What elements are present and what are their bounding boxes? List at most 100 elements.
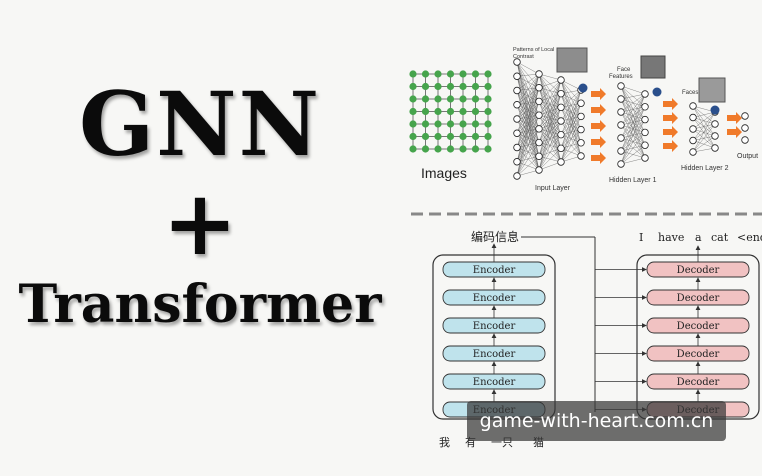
network-edge: [692, 105, 716, 137]
grid-node: [459, 95, 467, 103]
network-edge: [538, 79, 562, 88]
highlight-node: [652, 87, 662, 97]
network-node: [577, 112, 585, 121]
grid-node: [446, 70, 455, 78]
network-node: [535, 70, 543, 78]
face-features-label-1: Face: [617, 67, 631, 73]
network-node: [641, 90, 649, 98]
grid-node: [421, 70, 430, 78]
network-node: [689, 148, 697, 156]
network-node: [617, 95, 625, 103]
decoder-label: Decoder: [677, 321, 720, 332]
network-node: [557, 103, 565, 112]
layer-arrow: [591, 104, 606, 116]
network-node: [557, 130, 565, 139]
network-edge: [538, 79, 562, 171]
network-node: [689, 125, 697, 133]
layer-arrow: [727, 126, 742, 138]
output-token: cat: [711, 231, 729, 244]
network-edge: [560, 89, 582, 135]
output-token: <end>: [737, 231, 762, 244]
grid-node: [471, 120, 480, 128]
layer-arrow: [591, 88, 606, 100]
network-edge: [560, 107, 582, 143]
grid-node: [484, 82, 492, 91]
network-node: [711, 132, 719, 140]
grid-node: [446, 132, 455, 141]
network-edge: [692, 123, 716, 153]
network-edge: [620, 106, 646, 165]
network-edge: [620, 93, 646, 113]
grid-node: [484, 95, 492, 103]
network-node: [535, 166, 543, 174]
network-edge: [516, 133, 540, 171]
network-node: [513, 143, 521, 152]
network-node: [535, 97, 543, 106]
network-edge: [538, 79, 562, 116]
grid-node: [421, 120, 430, 128]
network-node: [577, 125, 585, 134]
network-edge: [692, 111, 716, 153]
grid-node: [459, 120, 467, 128]
network-node: [741, 112, 749, 120]
network-edge: [560, 129, 582, 163]
network-node: [617, 160, 625, 168]
network-node: [557, 144, 565, 153]
title-gnn: GNN: [78, 72, 322, 176]
layer-arrow: [591, 136, 606, 148]
grid-node: [434, 82, 442, 91]
grid-node: [421, 107, 430, 116]
network-node: [513, 101, 521, 109]
diagram-panel: Images Patterns of Local Contrast Face F…: [409, 47, 762, 449]
network-edge: [516, 101, 540, 177]
network-edge: [560, 120, 582, 143]
images-label: Images: [421, 165, 467, 181]
decoder-blocks: DecoderDecoderDecoderDecoderDecoderDecod…: [646, 245, 750, 418]
encoder-block: [442, 289, 546, 306]
network-edge: [692, 140, 716, 149]
grid-node: [471, 107, 480, 116]
network-edge: [560, 89, 582, 108]
network-node: [689, 113, 697, 122]
grid-node: [409, 82, 417, 91]
output-token: a: [695, 231, 702, 244]
network-edge: [620, 132, 646, 165]
input-layer-label: Input Layer: [535, 185, 571, 192]
network-edge: [560, 89, 582, 149]
grid-node: [446, 95, 455, 103]
network-edge: [516, 104, 540, 143]
network-node: [513, 115, 521, 123]
network-edge: [620, 93, 646, 165]
input-token: 我: [439, 436, 450, 449]
network-node: [513, 72, 521, 80]
network-edge: [538, 134, 562, 171]
network-node: [513, 58, 521, 66]
grid-node: [434, 70, 442, 78]
watermark: game-with-heart.com.cn: [467, 401, 726, 441]
network-edge: [516, 169, 540, 177]
network-node: [689, 102, 697, 110]
layer-arrow: [591, 120, 606, 132]
network-edge: [516, 118, 540, 130]
grid-node: [471, 132, 480, 141]
network-edge: [516, 90, 540, 129]
network-node: [617, 121, 625, 129]
network-node: [513, 172, 521, 180]
grid-node: [409, 107, 417, 116]
network-edge: [516, 73, 540, 148]
layer-arrow: [727, 112, 742, 124]
network-edge: [620, 85, 646, 95]
hidden-layer-1-label: Hidden Layer 1: [609, 177, 657, 184]
network-edge: [516, 156, 540, 177]
network-edge: [692, 128, 716, 149]
encoder-block: [442, 373, 546, 390]
layer-arrow: [663, 140, 678, 152]
network-edge: [516, 61, 540, 102]
network-edge: [620, 119, 646, 165]
network-edge: [692, 117, 716, 137]
grid-node: [471, 70, 480, 78]
network-node: [741, 124, 749, 132]
decoder-label: Decoder: [677, 349, 720, 360]
network-edge: [516, 118, 540, 171]
grid-node: [409, 145, 417, 153]
